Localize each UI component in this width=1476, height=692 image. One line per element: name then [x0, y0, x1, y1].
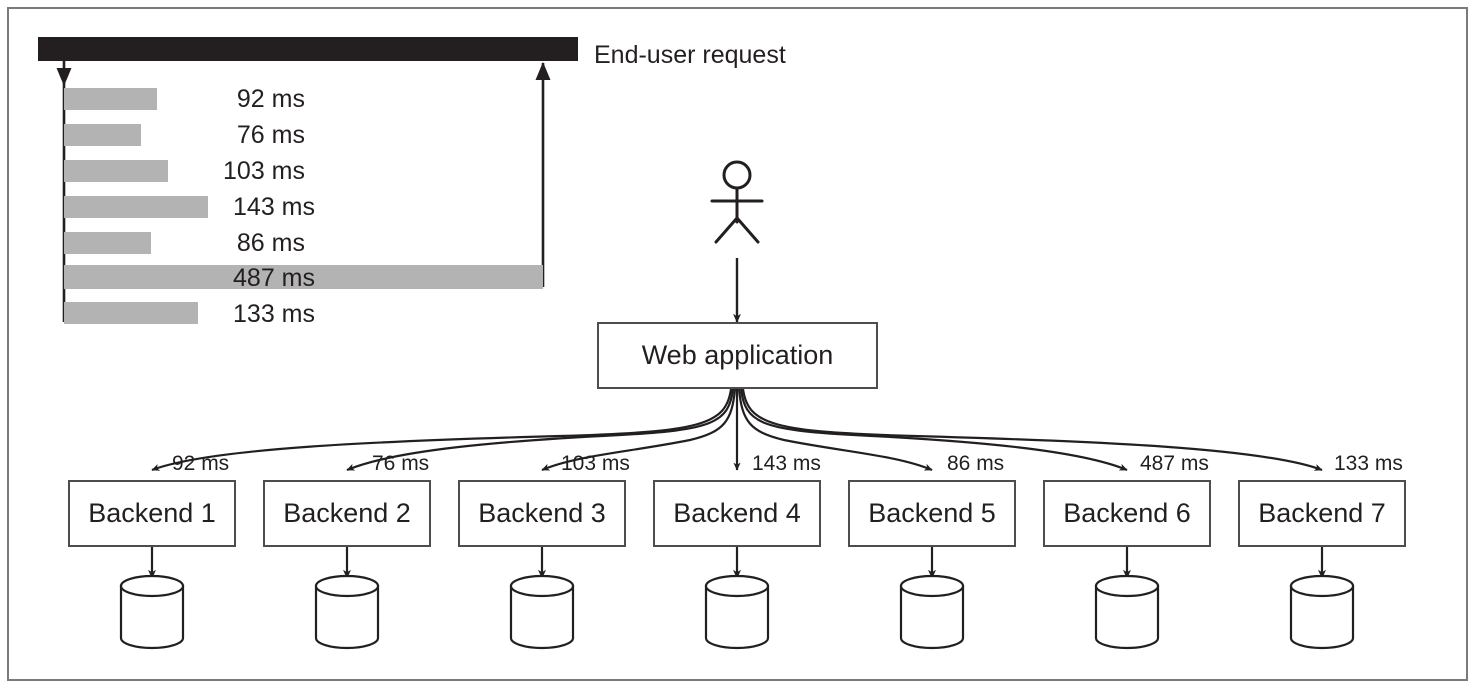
edge-latency-label-5: 86 ms: [947, 452, 1005, 475]
backend-box-4[interactable]: Backend 4: [653, 480, 821, 547]
latency-bar-1: [64, 88, 157, 110]
backend-label-7: Backend 7: [1258, 498, 1386, 528]
connector-backend-1: [151, 388, 733, 472]
database-icon-2: [314, 574, 380, 650]
database-icon-1: [119, 574, 185, 650]
backend-box-3[interactable]: Backend 3: [458, 480, 626, 547]
edge-latency-label-3: 103 ms: [561, 452, 630, 475]
latency-label-4: 143 ms: [233, 193, 315, 221]
edge-latency-label-4: 143 ms: [752, 452, 821, 475]
webapp-to-backend-connectors: [151, 388, 1323, 472]
latency-label-6: 487 ms: [233, 264, 315, 292]
end-user-request-label: End-user request: [594, 41, 786, 69]
backend-box-2[interactable]: Backend 2: [263, 480, 431, 547]
backend-label-1: Backend 1: [88, 498, 216, 528]
end-user-request-bar: [38, 37, 578, 61]
figure-border: [7, 7, 1468, 681]
edge-latency-label-1: 92 ms: [172, 452, 230, 475]
backend-label-6: Backend 6: [1063, 498, 1191, 528]
latency-bar-3: [64, 160, 168, 182]
end-user-actor-icon: [710, 160, 764, 244]
database-icon-6: [1094, 574, 1160, 650]
latency-label-3: 103 ms: [223, 157, 305, 185]
latency-bar-4: [64, 196, 208, 218]
backend-label-5: Backend 5: [868, 498, 996, 528]
backend-box-1[interactable]: Backend 1: [68, 480, 236, 547]
connector-backend-6: [739, 388, 1128, 472]
connector-backend-3: [541, 388, 737, 472]
latency-label-5: 86 ms: [236, 229, 305, 257]
database-icon-4: [704, 574, 770, 650]
backend-label-3: Backend 3: [478, 498, 606, 528]
database-cylinders: [119, 574, 1355, 650]
backend-box-6[interactable]: Backend 6: [1043, 480, 1211, 547]
edge-latency-label-2: 76 ms: [372, 452, 430, 475]
database-icon-7: [1289, 574, 1355, 650]
edge-latency-label-6: 487 ms: [1140, 452, 1209, 475]
latency-bar-2: [64, 124, 141, 146]
latency-label-1: 92 ms: [236, 85, 305, 113]
latency-bar-7: [64, 302, 198, 324]
backend-to-database-arrows: [148, 547, 1326, 579]
connector-backend-5: [737, 388, 933, 472]
connector-backend-7: [741, 388, 1323, 472]
web-application-label: Web application: [641, 340, 834, 370]
backend-label-2: Backend 2: [283, 498, 411, 528]
backend-box-5[interactable]: Backend 5: [848, 480, 1016, 547]
request-return-arrow: [535, 62, 551, 287]
connector-backend-2: [346, 388, 735, 472]
latency-label-7: 133 ms: [233, 300, 315, 328]
edge-latency-label-7: 133 ms: [1334, 452, 1403, 475]
latency-label-2: 76 ms: [236, 121, 305, 149]
backend-label-4: Backend 4: [673, 498, 801, 528]
backend-box-7[interactable]: Backend 7: [1238, 480, 1406, 547]
database-icon-5: [899, 574, 965, 650]
database-icon-3: [509, 574, 575, 650]
web-application-box[interactable]: Web application: [597, 322, 878, 389]
latency-bars: [64, 88, 543, 324]
latency-bar-6: [64, 265, 543, 289]
latency-bar-5: [64, 232, 151, 254]
